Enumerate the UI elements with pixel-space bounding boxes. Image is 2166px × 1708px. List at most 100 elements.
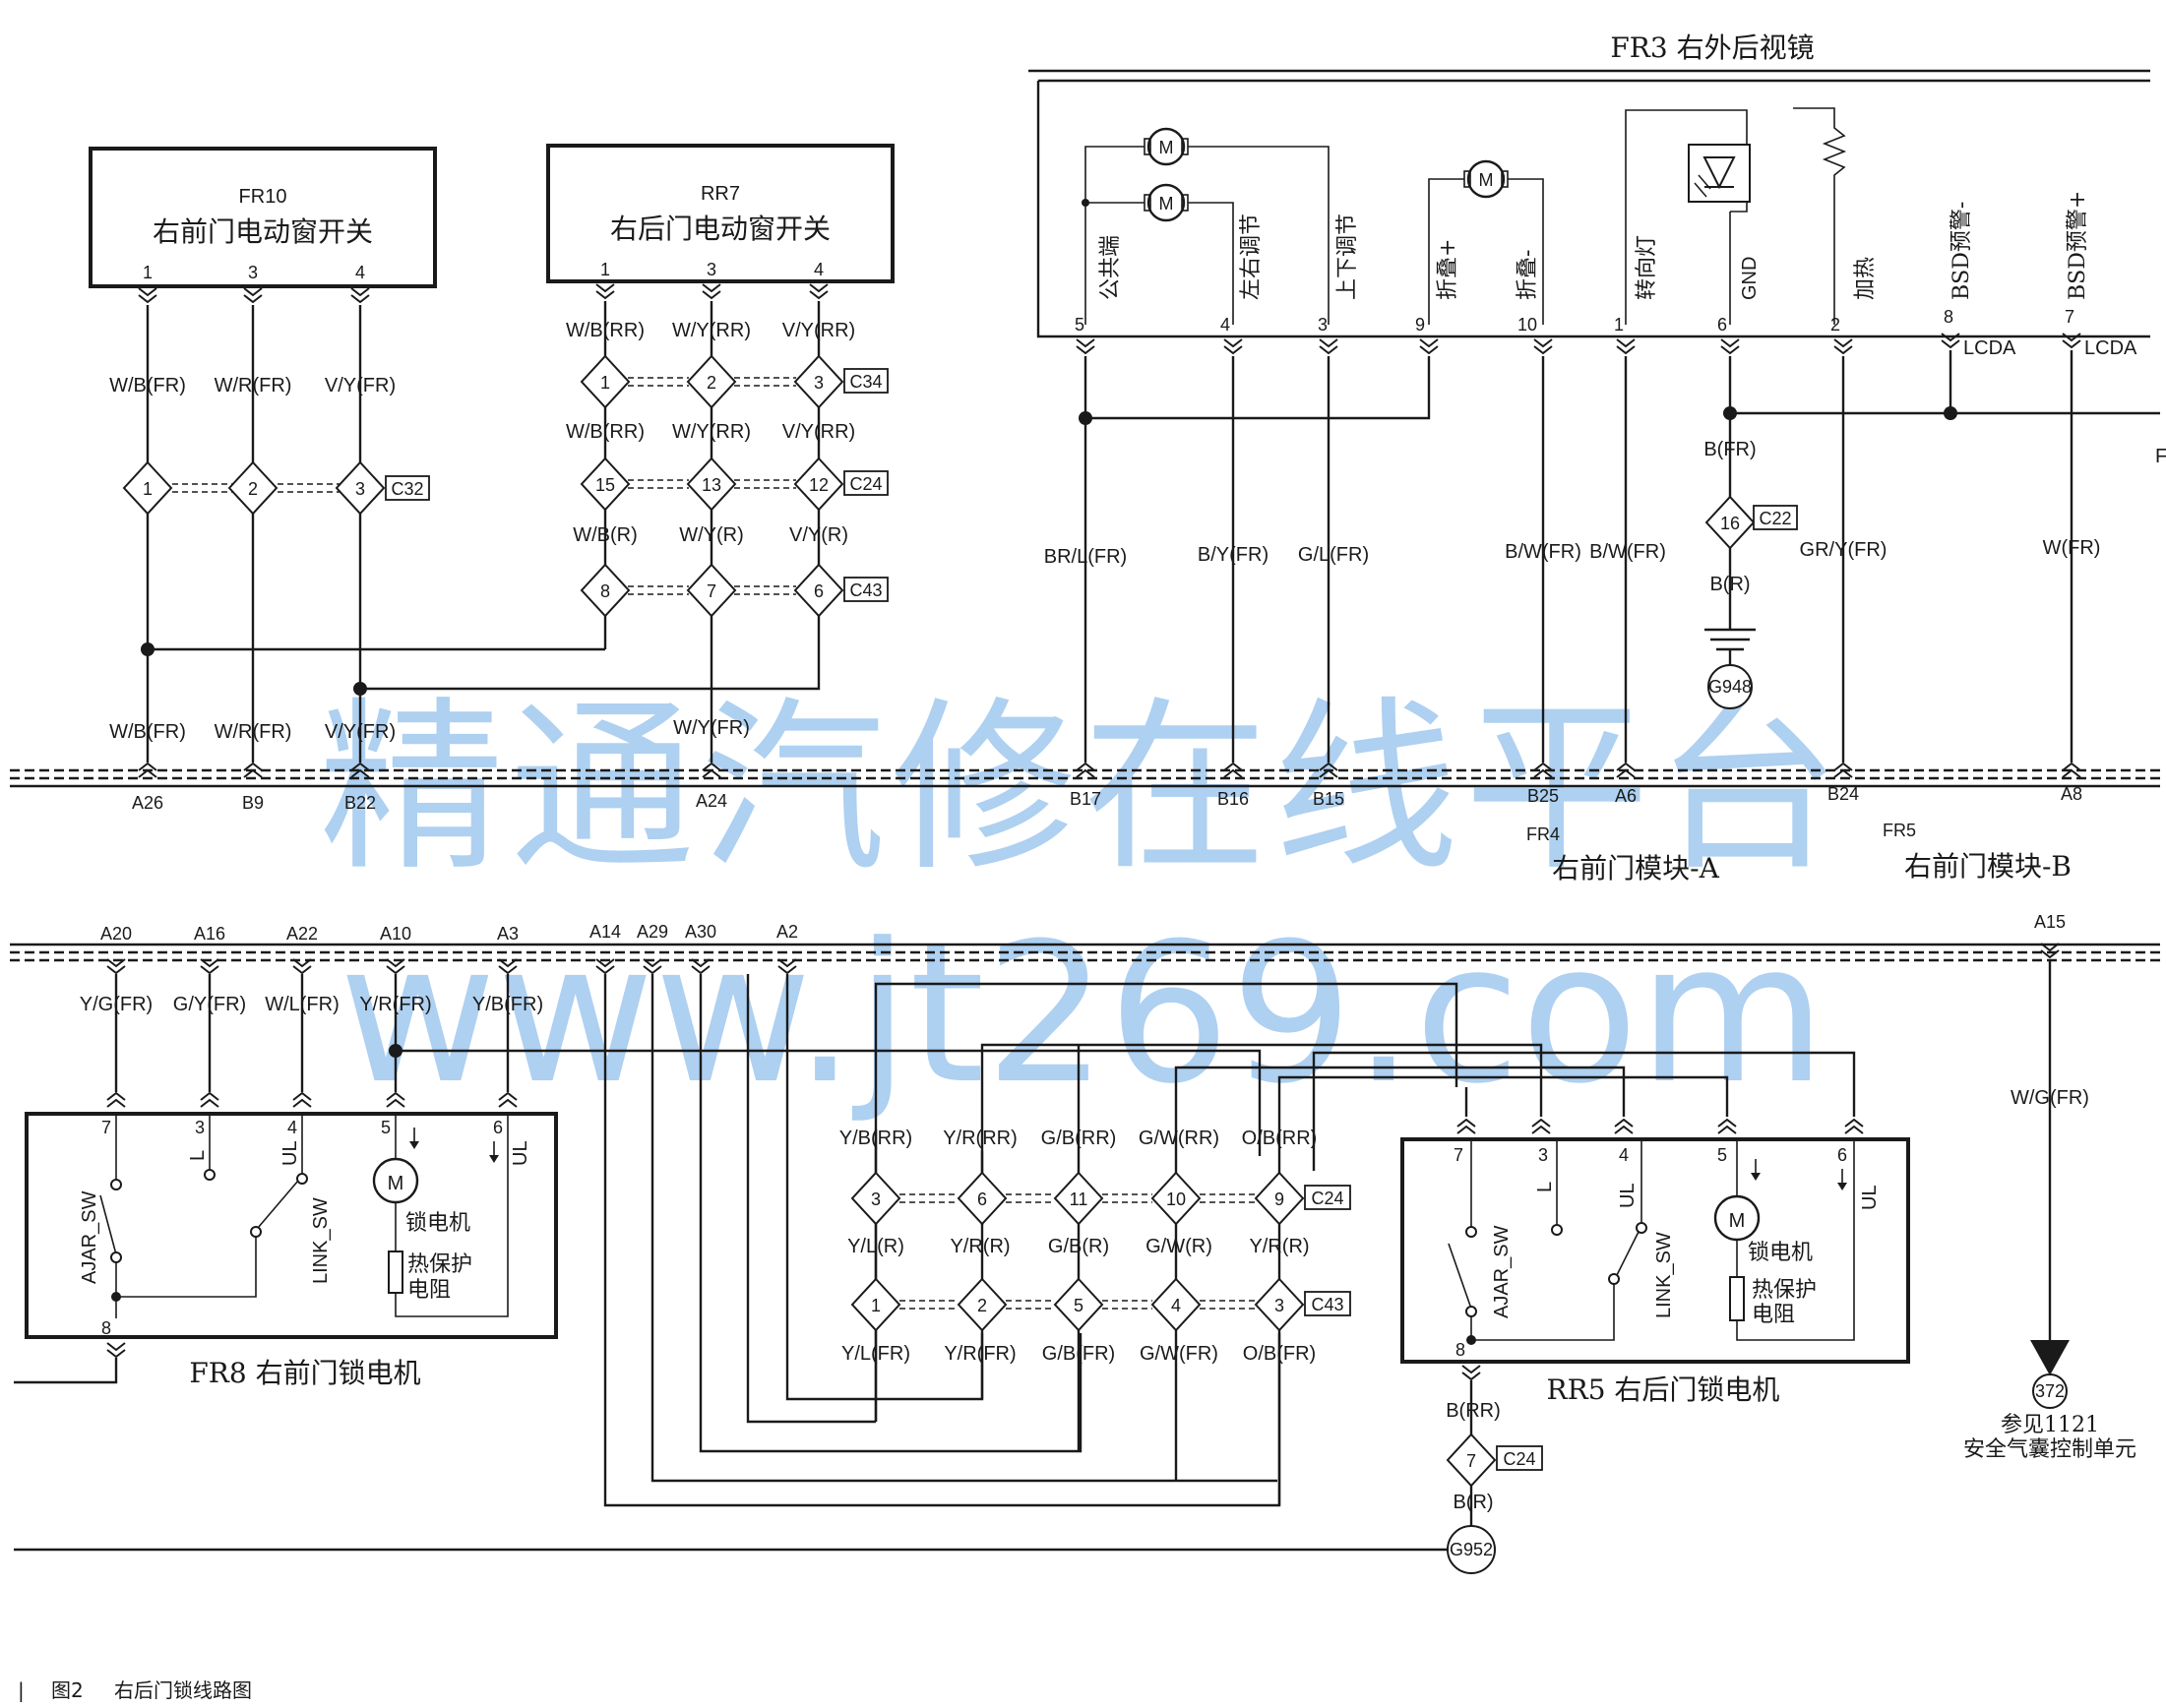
svg-text:C22: C22 xyxy=(1759,509,1791,528)
svg-text:G/L(FR): G/L(FR) xyxy=(1298,544,1369,566)
svg-text:B/W(FR): B/W(FR) xyxy=(1505,541,1581,563)
svg-text:A29: A29 xyxy=(637,922,668,942)
rr5-title: RR5 右后门锁电机 xyxy=(1547,1373,1780,1406)
svg-text:加热: 加热 xyxy=(1853,257,1878,300)
rr7-switch: RR7 右后门电动窗开关 1 3 4 W/B(RR) W/Y(RR) V/Y(R… xyxy=(148,144,895,762)
svg-text:G/W(RR): G/W(RR) xyxy=(1139,1128,1219,1149)
svg-text:1: 1 xyxy=(143,479,153,499)
svg-text:6: 6 xyxy=(977,1190,987,1209)
svg-text:1: 1 xyxy=(600,373,610,393)
svg-text:LCDA: LCDA xyxy=(1963,337,2016,359)
fr10-conn-tag: C32 xyxy=(391,479,423,499)
svg-text:5: 5 xyxy=(381,1118,391,1137)
figure-caption: | 图2 右后门锁线路图 xyxy=(18,1678,252,1702)
svg-text:10: 10 xyxy=(1517,315,1537,335)
svg-text:2: 2 xyxy=(977,1296,987,1315)
svg-text:热保护: 热保护 xyxy=(407,1252,472,1277)
fr10-pin-3: 3 xyxy=(248,263,258,282)
ground-g952: G952 xyxy=(1447,1525,1496,1574)
svg-text:7: 7 xyxy=(707,581,716,601)
svg-text:7: 7 xyxy=(1466,1451,1476,1471)
svg-text:FR4: FR4 xyxy=(1526,824,1560,844)
svg-text:Y/B(RR): Y/B(RR) xyxy=(839,1128,912,1149)
svg-text:B9: B9 xyxy=(242,793,264,813)
svg-text:G/B(RR): G/B(RR) xyxy=(1041,1128,1117,1149)
svg-text:BSD预警-: BSD预警- xyxy=(1949,202,1974,300)
fr10-wire-bottom-3: V/Y(FR) xyxy=(325,721,396,743)
svg-text:L: L xyxy=(1534,1182,1556,1192)
svg-text:2: 2 xyxy=(1830,315,1840,335)
svg-text:UL: UL xyxy=(510,1140,531,1166)
svg-text:电阻: 电阻 xyxy=(407,1278,451,1303)
svg-text:LINK_SW: LINK_SW xyxy=(1653,1232,1675,1318)
module-a-name: 右前门模块-A xyxy=(1552,852,1719,884)
rr7-connector-c34: 1 2 3 C34 xyxy=(580,354,889,409)
svg-text:9: 9 xyxy=(1274,1190,1284,1209)
svg-text:B(RR): B(RR) xyxy=(1446,1400,1501,1422)
svg-text:上下调节: 上下调节 xyxy=(1335,214,1360,300)
svg-text:电阻: 电阻 xyxy=(1752,1303,1795,1327)
svg-text:G/B(R): G/B(R) xyxy=(1048,1236,1109,1257)
svg-text:3: 3 xyxy=(195,1118,205,1137)
svg-text:3: 3 xyxy=(1538,1145,1548,1165)
svg-text:3: 3 xyxy=(871,1190,881,1209)
svg-text:B22: B22 xyxy=(344,793,376,813)
svg-text:A26: A26 xyxy=(132,793,163,813)
svg-text:W/B(R): W/B(R) xyxy=(573,524,638,546)
svg-text:1: 1 xyxy=(600,260,610,279)
svg-text:G/W(FR): G/W(FR) xyxy=(1140,1343,1218,1365)
mid-connector-c24: 3 6 11 10 9 C24 xyxy=(850,1171,1351,1226)
rr7-connector-c24: 15 13 12 C24 xyxy=(580,457,889,512)
svg-text:G952: G952 xyxy=(1450,1540,1493,1559)
svg-text:A16: A16 xyxy=(194,924,225,944)
watermark-line2: www.jt269.com xyxy=(339,902,1826,1127)
svg-text:B(R): B(R) xyxy=(1453,1492,1493,1513)
caption-text: 右后门锁线路图 xyxy=(114,1678,252,1702)
rr7-connector-c43: 8 7 6 C43 xyxy=(580,563,889,618)
svg-text:AJAR_SW: AJAR_SW xyxy=(1491,1225,1513,1318)
svg-text:A10: A10 xyxy=(380,924,411,944)
svg-text:G948: G948 xyxy=(1708,677,1752,697)
fr10-name: 右前门电动窗开关 xyxy=(153,215,373,248)
svg-text:L: L xyxy=(187,1150,209,1161)
svg-text:折叠+: 折叠+ xyxy=(1436,239,1460,300)
svg-text:1: 1 xyxy=(1614,315,1624,335)
caption-number: 图2 xyxy=(51,1678,84,1702)
svg-text:2: 2 xyxy=(707,373,716,393)
svg-text:4: 4 xyxy=(814,260,824,279)
ground-g948: G948 xyxy=(1707,664,1753,709)
svg-text:4: 4 xyxy=(287,1118,297,1137)
mirror-motor-1: M xyxy=(1144,127,1189,166)
svg-text:参见1121: 参见1121 xyxy=(2001,1413,2099,1437)
svg-text:M: M xyxy=(388,1173,404,1194)
svg-text:W/G(FR): W/G(FR) xyxy=(2011,1087,2089,1109)
svg-text:B24: B24 xyxy=(1827,784,1859,804)
svg-text:W/Y(RR): W/Y(RR) xyxy=(672,320,751,341)
fr3-mirror: FR3 右外后视镜 M M M xyxy=(1028,31,2166,762)
svg-text:UL: UL xyxy=(1859,1185,1881,1210)
svg-text:Y/L(FR): Y/L(FR) xyxy=(841,1343,910,1365)
svg-text:热保护: 热保护 xyxy=(1752,1278,1817,1303)
svg-text:Y/R(R): Y/R(R) xyxy=(1249,1236,1309,1257)
svg-text:V/Y(RR): V/Y(RR) xyxy=(782,320,855,341)
svg-text:W/Y(RR): W/Y(RR) xyxy=(672,421,751,443)
svg-text:LCDA: LCDA xyxy=(2084,337,2137,359)
rr5-motor-icon: M xyxy=(1713,1194,1761,1242)
svg-text:W(FR): W(FR) xyxy=(2043,537,2101,559)
watermark: 精通汽修在线平台 www.jt269.com xyxy=(319,681,1840,1127)
svg-text:Y/L(R): Y/L(R) xyxy=(847,1236,904,1257)
svg-text:B15: B15 xyxy=(1313,789,1344,809)
module-b-name: 右前门模块-B xyxy=(1904,850,2072,883)
lock-bus: A20 A16 A22 A10 A3 A14 A29 A30 A2 A15 xyxy=(10,912,2160,974)
fr10-switch: FR10 右前门电动窗开关 1 3 4 W/B(FR) W/R(FR) V/Y(… xyxy=(89,147,437,762)
svg-text:15: 15 xyxy=(595,475,615,495)
svg-text:转向灯: 转向灯 xyxy=(1635,235,1659,300)
svg-text:7: 7 xyxy=(101,1118,111,1137)
fr10-pin-1: 1 xyxy=(143,263,153,282)
rr7-box xyxy=(546,144,895,283)
svg-text:LINK_SW: LINK_SW xyxy=(310,1197,332,1284)
svg-text:W/B(RR): W/B(RR) xyxy=(566,421,645,443)
module-ab-bus: A26 B9 B22 A24 B17 B16 B15 B25 A6 B24 A8… xyxy=(10,762,2160,884)
fr10-wire-bottom-2: W/R(FR) xyxy=(215,721,292,743)
fr8-title: FR8 右前门锁电机 xyxy=(189,1357,420,1389)
